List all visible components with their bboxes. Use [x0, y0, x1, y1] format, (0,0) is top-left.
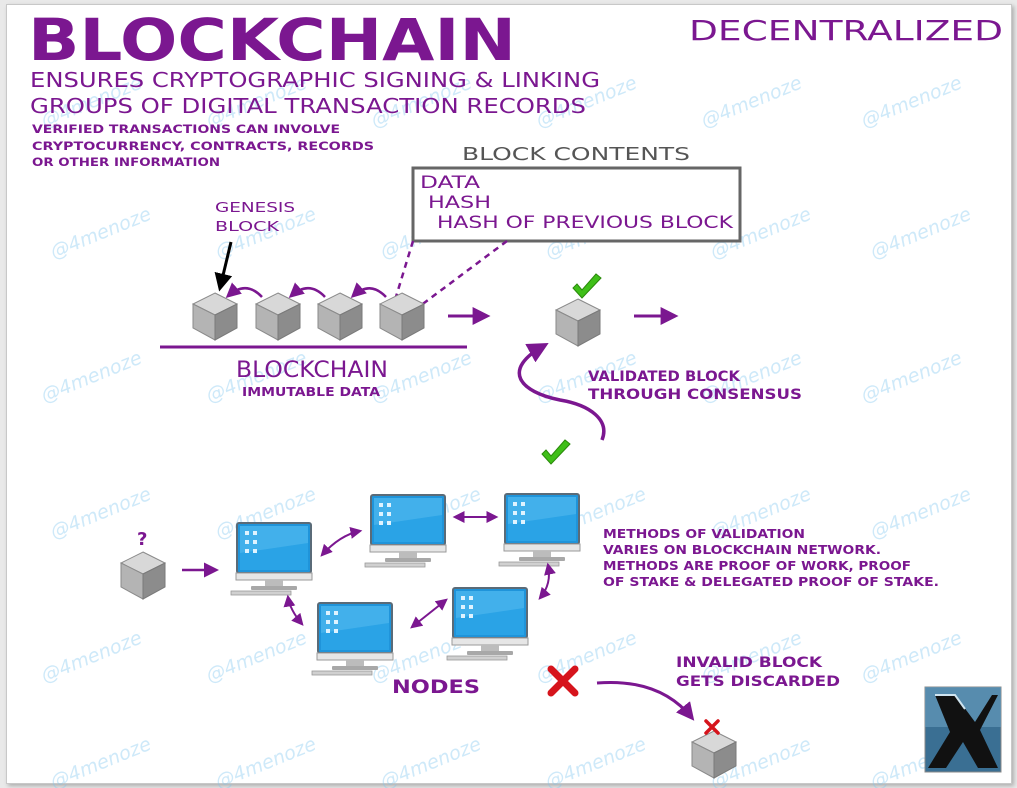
unknown-mark: ? [137, 529, 147, 550]
block-contents-box [411, 166, 742, 243]
watermark-text: @4menoze [542, 733, 649, 788]
computer-monitor-icon [498, 493, 581, 567]
watermark-text: @4menoze [858, 347, 965, 407]
methods-line-4: OF STAKE & DELEGATED PROOF OF STAKE. [603, 575, 939, 589]
genesis-label-line-1: GENESIS [215, 200, 295, 216]
checkmark-icon [572, 273, 602, 299]
note-line-2: CRYPTOCURRENCY, CONTRACTS, RECORDS [32, 139, 374, 153]
methods-line-2: VARIES ON BLOCKCHAIN NETWORK. [603, 543, 881, 557]
methods-line-1: METHODS OF VALIDATION [603, 527, 805, 541]
block-contents-hash: HASH [428, 193, 491, 213]
checkmark-icon [541, 439, 571, 465]
block-contents-data: DATA [420, 173, 481, 193]
note-line-3: OR OTHER INFORMATION [32, 155, 220, 169]
watermark-text: @4menoze [698, 72, 805, 132]
subtitle-line-2: GROUPS OF DIGITAL TRANSACTION RECORDS [30, 94, 586, 118]
nodes-label: NODES [392, 676, 480, 698]
discard-arrow [596, 680, 695, 721]
block-contents-heading: BLOCK CONTENTS [462, 144, 690, 165]
invalid-label-line-1: INVALID BLOCK [676, 655, 823, 671]
watermark-text: @4menoze [533, 627, 640, 687]
cube-icon [317, 292, 363, 341]
box-connector-right [419, 239, 508, 308]
validated-cube-icon [555, 298, 601, 347]
block-contents-prev-hash: HASH OF PREVIOUS BLOCK [437, 213, 734, 233]
watermark-text: @4menoze [858, 627, 965, 687]
watermark-text: @4menoze [47, 733, 154, 788]
watermark-text: @4menoze [38, 347, 145, 407]
node-link [320, 527, 363, 557]
node-link [283, 594, 304, 626]
link-arrow [288, 282, 326, 298]
validated-label-line-1: VALIDATED BLOCK [588, 369, 741, 385]
x-mark-icon [704, 719, 720, 735]
watermark-text: @4menoze [867, 203, 974, 263]
watermark-text: @4menoze [858, 72, 965, 132]
cube-icon [192, 292, 238, 341]
watermark-text: @4menoze [203, 627, 310, 687]
cube-icon [379, 292, 425, 341]
computer-monitor-icon [230, 522, 313, 596]
node-link [410, 598, 448, 629]
subtitle-line-1: ENSURES CRYPTOGRAPHIC SIGNING & LINKING [30, 68, 600, 92]
watermark-text: @4menoze [867, 483, 974, 543]
genesis-arrow [214, 241, 233, 292]
validated-label-line-2: THROUGH CONSENSUS [588, 387, 802, 403]
watermark-text: @4menoze [212, 733, 319, 788]
watermark-text: @4menoze [377, 733, 484, 788]
node-link [538, 562, 556, 600]
watermark-text: @4menoze [38, 627, 145, 687]
note-line-1: VERIFIED TRANSACTIONS CAN INVOLVE [32, 122, 340, 136]
invalid-label-line-2: GETS DISCARDED [676, 674, 840, 690]
blockchain-label: BLOCKCHAIN [236, 358, 388, 383]
logo-x-icon [924, 686, 1002, 773]
link-arrow [350, 282, 387, 299]
methods-line-3: METHODS ARE PROOF OF WORK, PROOF [603, 559, 911, 573]
link-arrow [225, 282, 263, 298]
genesis-label-line-2: BLOCK [215, 219, 281, 235]
decentralized-label: DECENTRALIZED [689, 14, 1003, 47]
unknown-cube-icon [120, 551, 166, 600]
page-title: BLOCKCHAIN [28, 6, 516, 74]
consensus-arrow [517, 342, 606, 441]
watermark-text: @4menoze [47, 203, 154, 263]
cube-icon [255, 292, 301, 341]
computer-monitor-icon [364, 494, 447, 568]
immutable-data-label: IMMUTABLE DATA [242, 384, 380, 399]
